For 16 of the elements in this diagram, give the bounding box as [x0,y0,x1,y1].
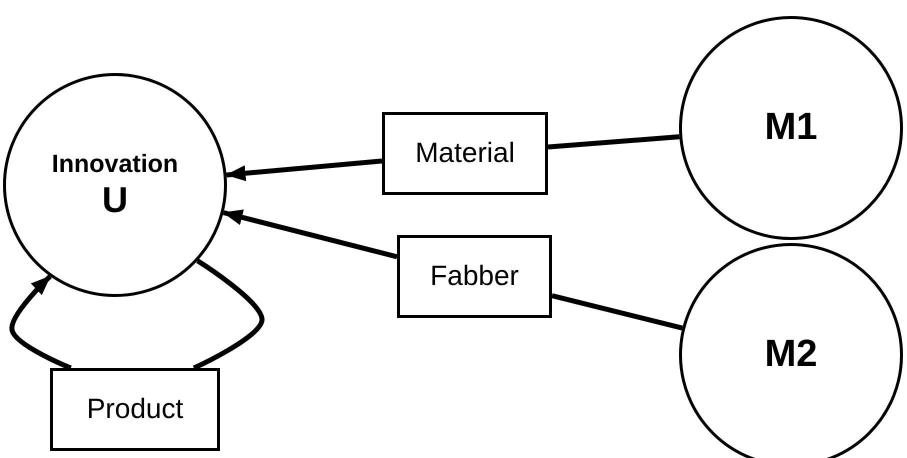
node-label: Innovation [52,150,178,179]
node-label: M2 [764,333,818,377]
process-box [50,368,220,451]
node-label: Fabber [430,260,519,293]
arrow [226,158,382,182]
connector-line [548,134,680,150]
node-label: Product [86,393,184,426]
connector-line [192,258,264,370]
process-box [382,112,548,195]
process-box [397,235,552,318]
node-label: U [102,178,128,220]
arrow [10,274,72,370]
arrow [222,210,398,260]
node-label: M1 [764,106,818,150]
node-label: Material [415,137,515,170]
connector-line [551,293,683,330]
